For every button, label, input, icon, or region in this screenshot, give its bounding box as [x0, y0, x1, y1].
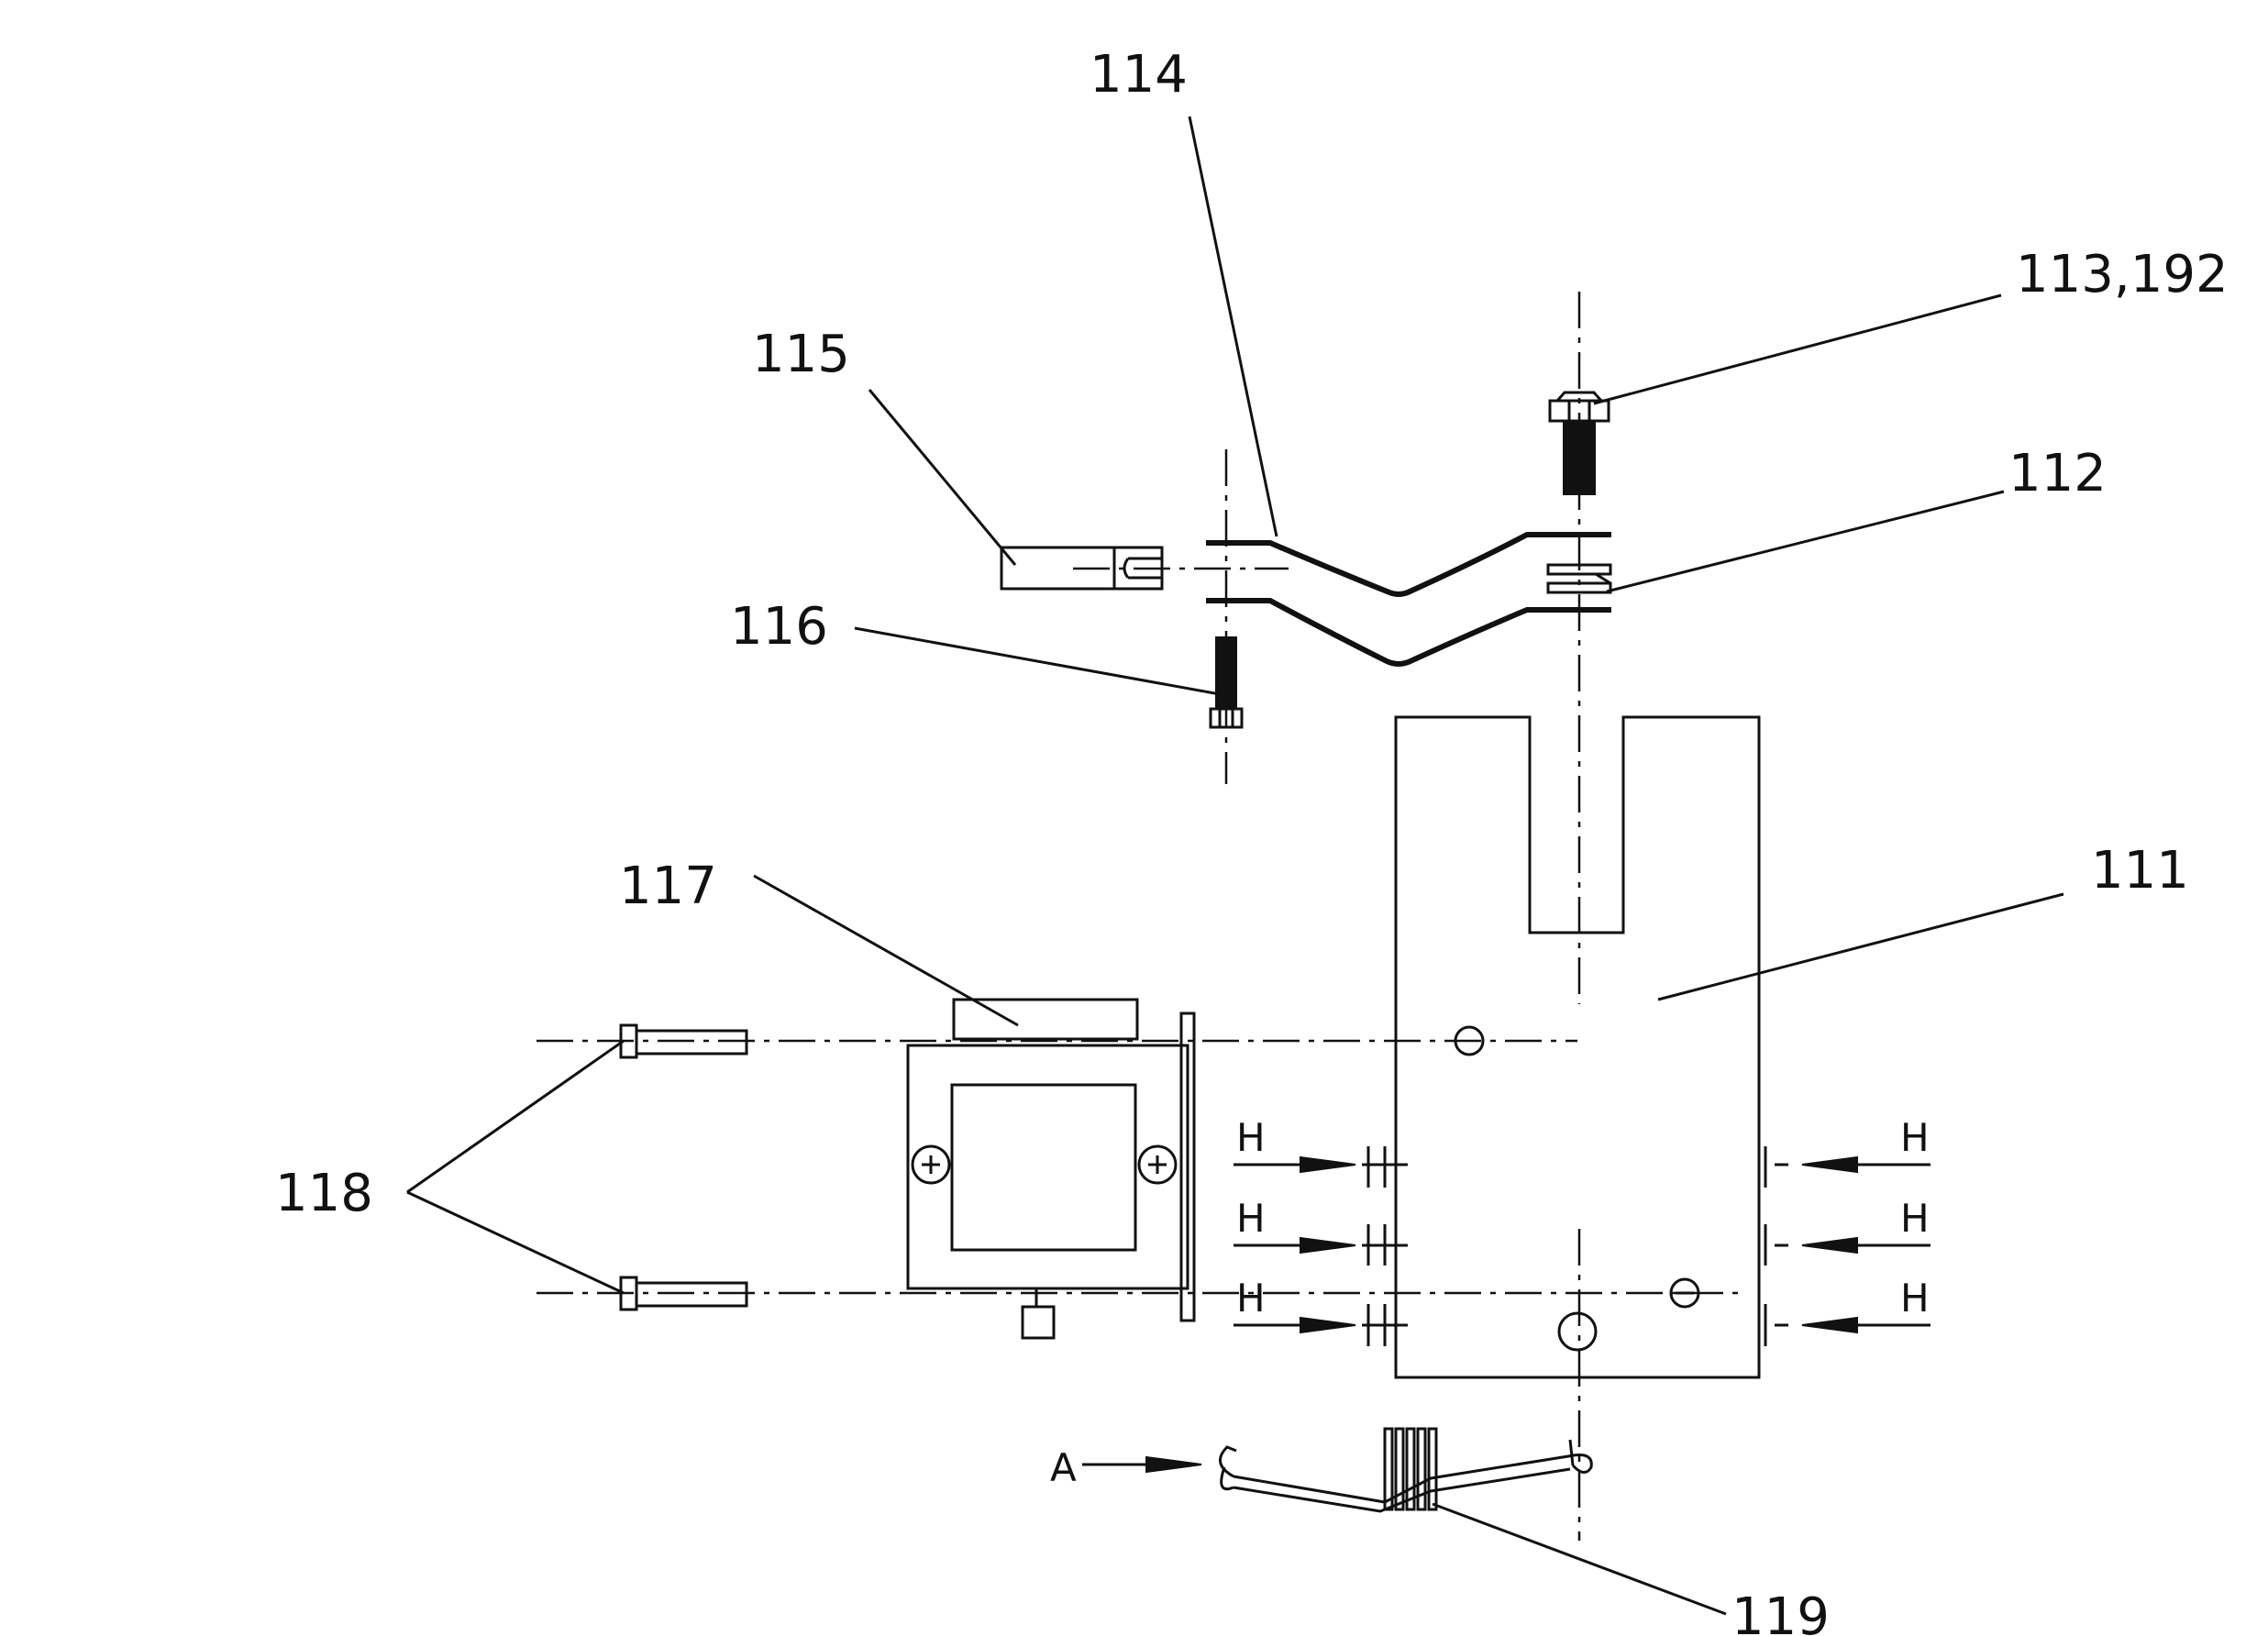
section-marker-h: H: [1900, 1196, 1930, 1241]
section-arrows-left: [1234, 1146, 1408, 1346]
part-113-bolt: [1548, 391, 1610, 495]
callout-116: 116: [730, 597, 828, 657]
callout-113-192: 113,192: [2016, 245, 2229, 304]
section-marker-h: H: [1900, 1276, 1930, 1321]
callout-111: 111: [2091, 841, 2189, 901]
view-marker-a: A: [1050, 1445, 1077, 1490]
section-marker-h: H: [1236, 1115, 1266, 1160]
part-119-torsion-spring: [1219, 1427, 1593, 1513]
section-arrows-right: [1764, 1146, 1931, 1346]
part-116-screw: [1209, 636, 1244, 729]
view-arrow-a: [1082, 1455, 1202, 1474]
callout-112: 112: [2008, 444, 2107, 503]
centerlines: [537, 292, 1747, 1541]
callout-119: 119: [1731, 1587, 1830, 1636]
section-marker-h: H: [1236, 1276, 1266, 1321]
part-118-bolts: [619, 1023, 748, 1311]
section-marker-h: H: [1900, 1115, 1930, 1160]
part-114-spring-strips: [1206, 532, 1611, 667]
section-marker-h: H: [1236, 1196, 1266, 1241]
leader-lines: [406, 116, 2064, 1616]
callout-117: 117: [619, 857, 717, 916]
section-markers: H H H H H H A: [1050, 1115, 1930, 1490]
part-111-bracket-plate: [1394, 715, 1761, 1379]
part-112-clip: [1546, 563, 1612, 594]
callout-118: 118: [275, 1164, 373, 1223]
callout-114: 114: [1090, 45, 1188, 105]
part-115-fork-block: [1000, 546, 1164, 591]
callout-115: 115: [752, 325, 850, 384]
callout-labels: 114 113,192 115 112 116 117 111 118 119: [275, 45, 2229, 1636]
part-117-actuator-unit: [906, 998, 1196, 1340]
